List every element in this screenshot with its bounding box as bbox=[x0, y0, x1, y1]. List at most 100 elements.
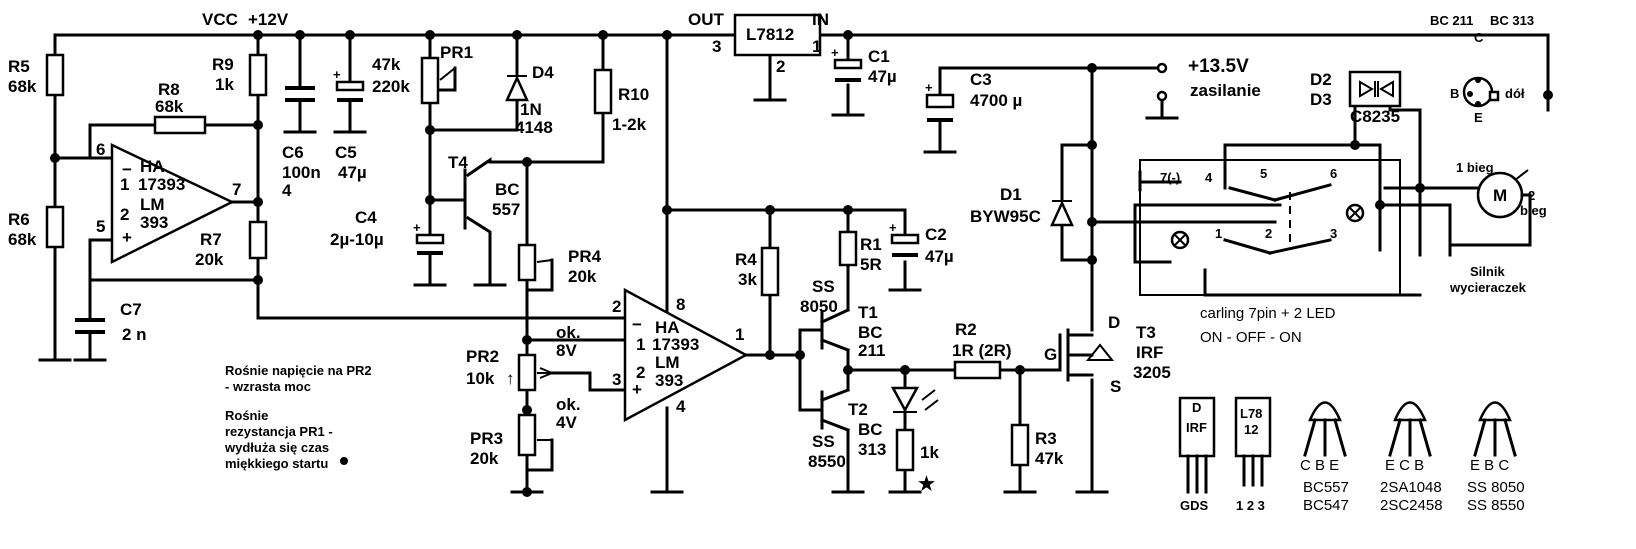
label-pkg3-a: SS 8050 bbox=[1467, 479, 1525, 496]
package-to92-1 bbox=[1303, 401, 1347, 457]
label-c5: C5 bbox=[335, 143, 357, 162]
label-ic2-pin8: 8 bbox=[676, 295, 685, 314]
label-r10: R10 bbox=[618, 85, 649, 104]
label-c4v: 2µ-10µ bbox=[330, 230, 384, 249]
label-t3: T3 bbox=[1136, 323, 1156, 342]
label-ok8v: 8V bbox=[556, 341, 577, 360]
label-r2v: 1R (2R) bbox=[952, 341, 1012, 360]
label-pr1v1: 47k bbox=[372, 55, 401, 74]
label-pinout-c: C bbox=[1474, 30, 1484, 45]
label-ic2-393: 393 bbox=[655, 371, 683, 390]
resistor-r9 bbox=[248, 53, 268, 97]
label-t2b: 8550 bbox=[808, 452, 846, 471]
label-ic2-pin4: 4 bbox=[676, 397, 686, 416]
carling-switch bbox=[1139, 159, 1401, 296]
label-t4: T4 bbox=[448, 153, 468, 172]
resistor-r3 bbox=[1010, 423, 1030, 467]
label-ic1-half2: 2 bbox=[120, 205, 129, 224]
label-c6v: 100n bbox=[282, 163, 321, 182]
label-sw2: 2 bbox=[1265, 226, 1272, 241]
label-pkg-l78: L78 bbox=[1240, 406, 1262, 421]
label-r8v: 68k bbox=[155, 97, 184, 116]
label-ic1-half1: 1 bbox=[120, 175, 129, 194]
cap-c5 bbox=[335, 80, 365, 92]
label-r4: R4 bbox=[735, 250, 757, 269]
capacitors: + + + + + bbox=[75, 45, 955, 334]
label-bieg1: 1 bieg bbox=[1456, 160, 1494, 175]
label-c1: C1 bbox=[868, 47, 890, 66]
label-c8235: C8235 bbox=[1350, 107, 1400, 126]
svg-text:+: + bbox=[122, 228, 132, 247]
package-l7812 bbox=[1234, 396, 1272, 487]
label-note2a: Rośnie bbox=[225, 408, 268, 423]
label-ic1-lm: LM bbox=[140, 195, 165, 214]
label-pr4v: 20k bbox=[568, 267, 597, 286]
label-led-r: 1k bbox=[920, 443, 939, 462]
label-silnik1: Silnik bbox=[1470, 264, 1505, 279]
label-pkg-gds: GDS bbox=[1180, 498, 1209, 513]
label-carling: carling 7pin + 2 LED bbox=[1200, 305, 1336, 322]
label-reg: L7812 bbox=[746, 25, 794, 44]
label-t4v1: BC bbox=[495, 180, 520, 199]
svg-text:+: + bbox=[831, 45, 839, 60]
label-r3v: 47k bbox=[1035, 449, 1064, 468]
label-ic1-pin7: 7 bbox=[232, 180, 241, 199]
cap-c6 bbox=[285, 86, 315, 102]
label-ok4: ok. bbox=[556, 395, 581, 414]
label-bc211: BC 211 bbox=[1430, 13, 1473, 28]
label-pkg1-pins: C B E bbox=[1300, 457, 1339, 474]
resistor-r1 bbox=[838, 230, 858, 267]
label-pkg3-b: SS 8550 bbox=[1467, 497, 1525, 514]
label-ok8: ok. bbox=[556, 323, 581, 342]
label-g: G bbox=[1044, 345, 1057, 364]
label-silnik2: wycieraczek bbox=[1449, 280, 1527, 295]
label-c7v: 2 n bbox=[122, 325, 147, 344]
label-bieg2: 2 bbox=[1528, 188, 1535, 203]
label-pr1: PR1 bbox=[440, 43, 473, 62]
svg-text:−: − bbox=[122, 160, 132, 179]
label-s: S bbox=[1110, 377, 1121, 396]
label-sw7: 7(-) bbox=[1160, 170, 1180, 185]
cap-c3 bbox=[925, 93, 955, 109]
resistor-r6 bbox=[45, 205, 65, 249]
label-sw5: 5 bbox=[1260, 166, 1267, 181]
transistor-t4 bbox=[448, 168, 467, 230]
label-t2a: SS bbox=[812, 432, 835, 451]
label-r7: R7 bbox=[200, 230, 222, 249]
label-r6v: 68k bbox=[8, 230, 37, 249]
transistor-t2 bbox=[820, 388, 850, 432]
label-t2c: BC bbox=[858, 420, 883, 439]
label-ic2-pin1: 1 bbox=[735, 325, 744, 344]
label-pkg2-pins: E C B bbox=[1385, 457, 1424, 474]
label-supply2: zasilanie bbox=[1190, 81, 1261, 100]
diode-d1 bbox=[1050, 199, 1074, 227]
svg-text:+: + bbox=[925, 80, 933, 95]
resistor-r4 bbox=[760, 246, 780, 297]
opamp-ic2: − + bbox=[623, 287, 749, 423]
motor bbox=[1448, 169, 1532, 247]
label-ic1-393: 393 bbox=[140, 213, 168, 232]
label-c3: C3 bbox=[970, 70, 992, 89]
resistor-led bbox=[895, 428, 915, 472]
label-pkg3-pins: E B C bbox=[1470, 457, 1509, 474]
label-pkg-irf: IRF bbox=[1186, 420, 1207, 435]
label-reg-pin3: 3 bbox=[712, 37, 721, 56]
pot-pr2 bbox=[517, 353, 537, 392]
label-ic2-lm: LM bbox=[655, 353, 680, 372]
label-ic2-half1: 1 bbox=[636, 335, 645, 354]
junction-dots bbox=[50, 30, 1553, 497]
label-t3b: 3205 bbox=[1133, 363, 1171, 382]
label-reg-pin1: 1 bbox=[812, 37, 821, 56]
label-r10v: 1-2k bbox=[612, 115, 647, 134]
label-pr3: PR3 bbox=[470, 429, 503, 448]
label-pr4: PR4 bbox=[568, 247, 602, 266]
label-r1: R1 bbox=[860, 235, 882, 254]
svg-text:+: + bbox=[333, 67, 341, 82]
led-indicator bbox=[890, 386, 939, 413]
text-labels: VCC +12V OUT IN L7812 3 1 2 R5 68k R6 68… bbox=[8, 10, 1547, 514]
cap-c7 bbox=[75, 318, 105, 334]
label-d3: D3 bbox=[1310, 90, 1332, 109]
pinout-bc211 bbox=[1462, 76, 1500, 108]
label-12v: +12V bbox=[248, 10, 289, 29]
